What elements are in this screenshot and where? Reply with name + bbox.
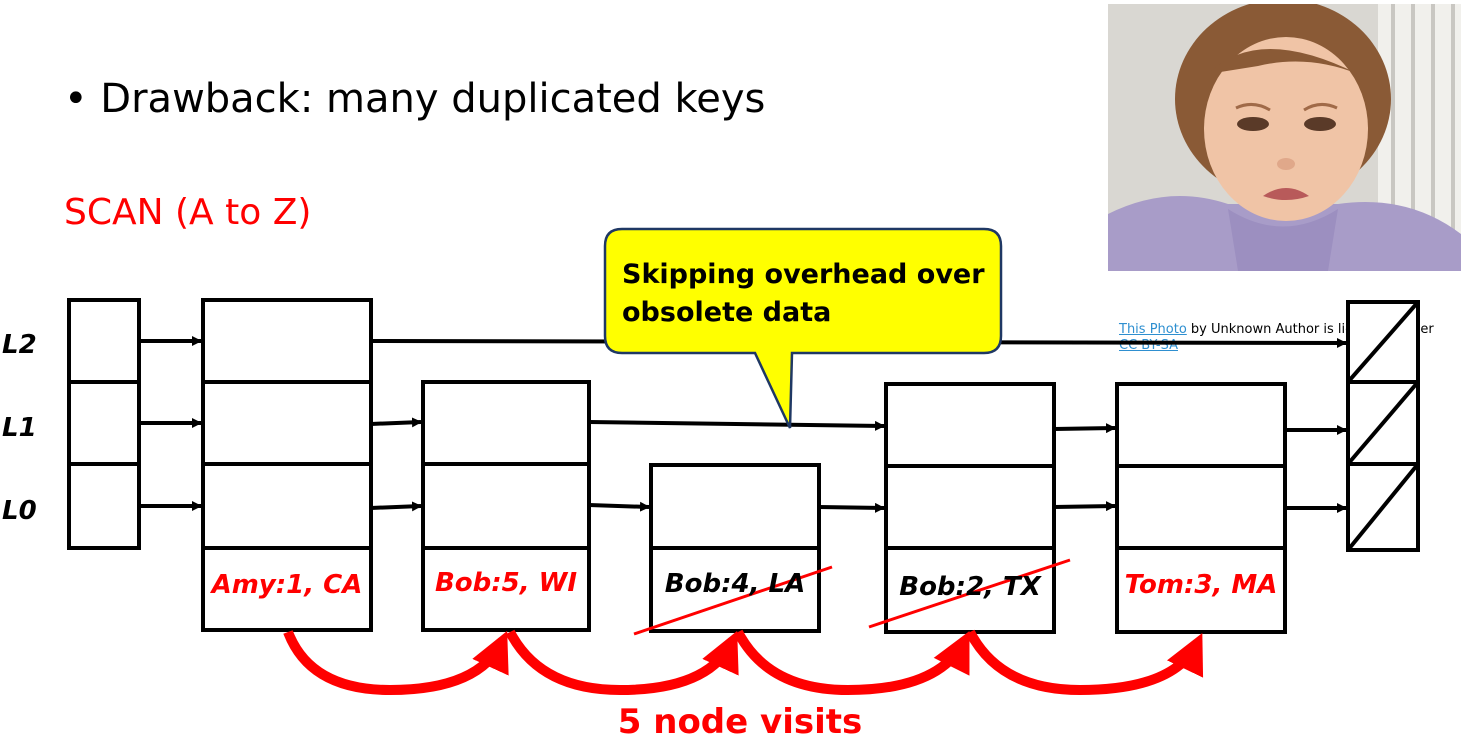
level-label-l2: L2 (2, 330, 37, 360)
scan-title: SCAN (A to Z) (64, 192, 312, 233)
node-bob-5 (421, 380, 591, 632)
crying-child-photo (1108, 4, 1461, 271)
head-node (67, 298, 141, 550)
key-tom: Tom:3, MA (1124, 570, 1278, 600)
key-bob-5: Bob:5, WI (434, 568, 578, 598)
photo-link[interactable]: This Photo (1119, 322, 1187, 337)
bullet-drawback: • Drawback: many duplicated keys (64, 76, 766, 122)
key-amy: Amy:1, CA (211, 570, 363, 600)
node-visits-label: 5 node visits (617, 702, 863, 742)
node-bob-4 (649, 463, 821, 633)
tail-null-node (1346, 300, 1420, 552)
callout-bubble (603, 227, 1003, 429)
level-label-l0: L0 (2, 496, 37, 526)
strike-bob-4 (633, 565, 833, 636)
strike-bob-2 (868, 558, 1071, 629)
traversal-arcs (283, 629, 1204, 696)
key-bob-2: Bob:2, TX (899, 572, 1041, 602)
key-bob-4: Bob:4, LA (664, 569, 806, 599)
node-tom (1115, 382, 1287, 634)
level-label-l1: L1 (2, 413, 37, 443)
callout-text: Skipping overhead over obsolete data (622, 259, 985, 328)
